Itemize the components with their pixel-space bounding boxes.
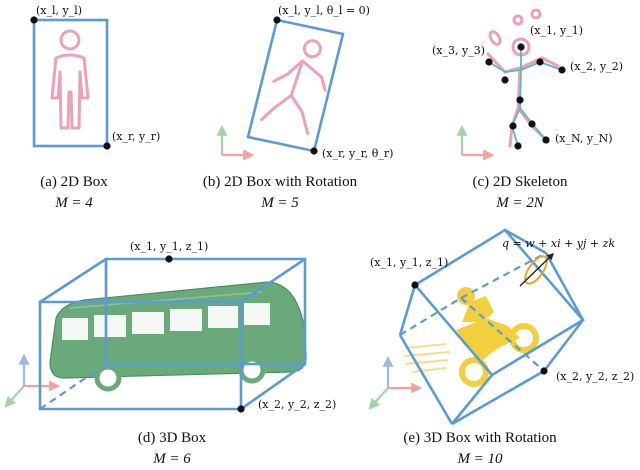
param-count-rotated-2d-box: M = 5	[260, 195, 299, 211]
point-label-corner-2: (x_2, y_2, z_2)	[258, 398, 336, 411]
joint-left-foot	[514, 142, 522, 150]
joint-right-hand	[558, 66, 566, 74]
joint-left-hand	[485, 58, 493, 66]
skeleton-bones	[488, 47, 563, 147]
panel-2d-box: (x_l, y_l) (x_r, y_r) (a) 2D Box M = 4	[30, 4, 160, 211]
motorbike-rider-icon	[403, 287, 539, 387]
point-label-bottom-right: (x_r, y_r)	[112, 130, 160, 143]
point-label-corner-1: (x_1, y_1, z_1)	[130, 240, 208, 253]
point-label-top-left: (x_l, y_l)	[36, 4, 82, 17]
caption-2d-skeleton: (c) 2D Skeleton	[473, 174, 568, 190]
bus-icon	[49, 281, 307, 392]
caption-3d-box: (d) 3D Box	[138, 430, 207, 446]
caption-2d-box: (a) 2D Box	[40, 174, 108, 190]
rotation-orbit-icon	[519, 253, 555, 287]
point-label-left: (x_l, y_l, θ_l = 0)	[278, 4, 370, 17]
joint-hip	[516, 96, 524, 104]
joint-left-knee	[509, 122, 517, 130]
caption-rotated-3d-box: (e) 3D Box with Rotation	[403, 430, 557, 446]
rotated-cuboid-3d-box	[398, 228, 585, 426]
axis-gizmo-2d-icon	[456, 124, 495, 161]
param-count-2d-box: M = 4	[54, 195, 93, 211]
joint-right-knee	[528, 120, 536, 128]
axis-gizmo-3d-icon	[368, 355, 423, 410]
caption-rotated-2d-box: (b) 2D Box with Rotation	[203, 174, 358, 190]
corner-point-2	[540, 367, 548, 375]
quaternion-label: q = w + xi + yj + zk	[502, 237, 615, 250]
panel-2d-skeleton: (x_1, y_1) (x_2, y_2) (x_3, y_3) (x_N, y…	[432, 8, 623, 211]
joint-head	[517, 43, 525, 51]
joint-left-elbow	[501, 76, 509, 84]
bounding-box-2d	[32, 18, 109, 148]
point-label-joint-1: (x_1, y_1)	[530, 24, 583, 37]
corner-point-1	[165, 255, 173, 263]
panel-3d-box: (x_1, y_1, z_1) (x_2, y_2, z_2) (d) 3D B…	[4, 240, 336, 467]
corner-point-2	[237, 405, 245, 413]
pedestrian-icon	[50, 29, 90, 130]
corner-point-left	[273, 16, 281, 24]
param-count-2d-skeleton: M = 2N	[495, 195, 545, 211]
point-label-joint-n: (x_N, y_N)	[555, 132, 613, 145]
point-label-corner-2: (x_2, y_2, z_2)	[556, 370, 634, 383]
corner-point-1	[411, 281, 419, 289]
panel-rotated-2d-box: (x_l, y_l, θ_l = 0) (x_r, y_r, θ_r) (b) …	[203, 4, 394, 211]
corner-point-bottom-right	[103, 142, 111, 150]
param-count-3d-box: M = 6	[152, 451, 191, 467]
corner-point-right	[310, 147, 318, 155]
corner-point-top-left	[30, 16, 38, 24]
axis-gizmo-2d-icon	[216, 124, 255, 161]
panel-rotated-3d-box: (x_1, y_1, z_1) (x_2, y_2, z_2) q = w + …	[368, 228, 634, 467]
point-label-joint-2: (x_2, y_2)	[570, 60, 623, 73]
point-label-right: (x_r, y_r, θ_r)	[322, 147, 393, 160]
point-label-corner-1: (x_1, y_1, z_1)	[370, 256, 448, 269]
joint-right-elbow	[536, 58, 544, 66]
joint-right-foot	[542, 136, 550, 144]
walking-person-icon	[260, 39, 327, 136]
point-label-joint-3: (x_3, y_3)	[432, 44, 485, 57]
param-count-rotated-3d-box: M = 10	[456, 451, 503, 467]
